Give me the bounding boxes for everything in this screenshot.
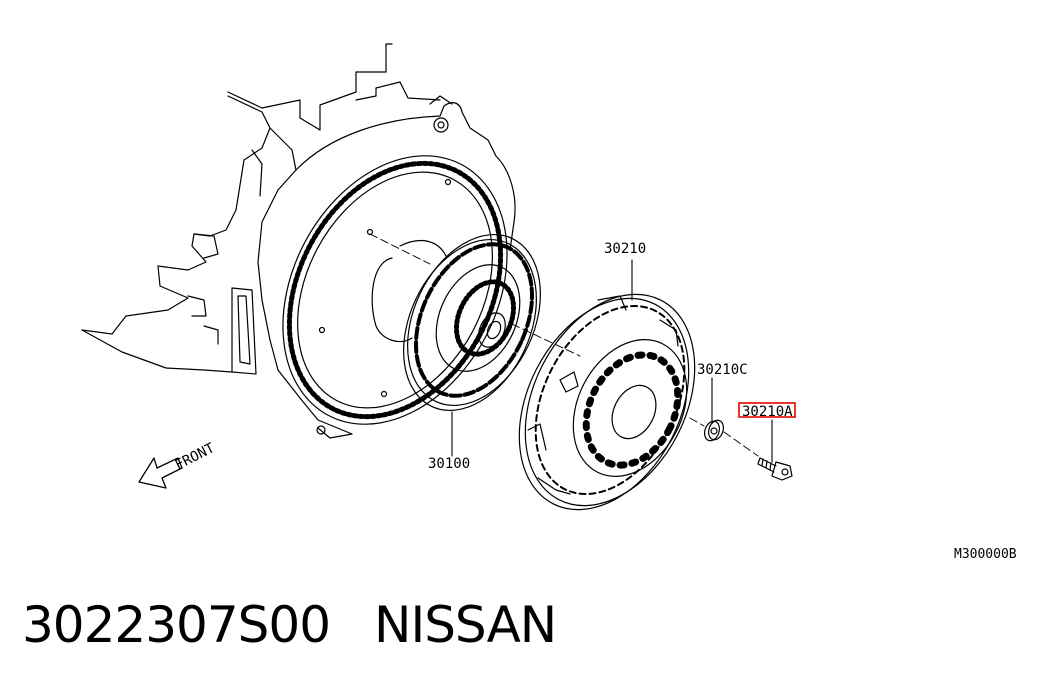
- callout-30100: 30100: [428, 456, 470, 472]
- center-lines: [369, 233, 759, 457]
- engine-housing: [81, 43, 516, 439]
- front-label: FRONT: [173, 440, 218, 474]
- highlight-box: [738, 402, 796, 418]
- clutch-disc: [403, 233, 541, 412]
- callout-30210a: 30210A: [742, 404, 793, 420]
- cover-bolt: [757, 457, 793, 481]
- callout-30210c: 30210C: [697, 362, 748, 378]
- part-title: 3022307S00 NISSAN: [22, 596, 557, 654]
- clutch-cover: [518, 293, 696, 511]
- part-number: 3022307S00: [22, 596, 331, 654]
- brand-name: NISSAN: [374, 596, 557, 654]
- exploded-clutch-diagram: 30210 30100 30210C 30210A FRONT M300000B: [81, 43, 1017, 562]
- front-arrow-icon: [138, 457, 183, 489]
- reference-code: M300000B: [954, 547, 1017, 562]
- callout-30210: 30210: [604, 241, 646, 257]
- leader-lines: [451, 259, 773, 463]
- cover-nut: [703, 419, 725, 442]
- flywheel: [282, 155, 508, 425]
